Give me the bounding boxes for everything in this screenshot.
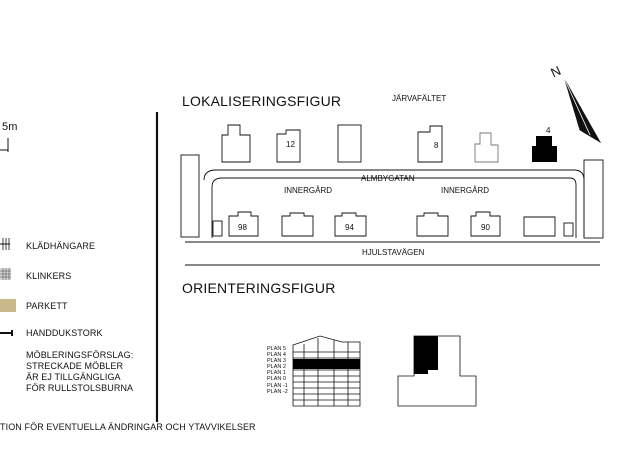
building-slab-right bbox=[583, 159, 604, 239]
scale-label: 5m bbox=[2, 121, 18, 133]
building-section bbox=[292, 335, 361, 407]
courtyard-label-right: INNERGÅRD bbox=[441, 186, 490, 195]
orientation-figure-title: ORIENTERINGSFIGUR bbox=[182, 280, 336, 296]
road-ring bbox=[203, 169, 585, 238]
floor-label: PLAN -1 bbox=[267, 382, 288, 389]
orientation-graphics bbox=[292, 335, 477, 407]
furniture-note-line: MÖBLERINGSFÖRSLAG: bbox=[26, 350, 134, 360]
legend-label-tiles: KLINKERS bbox=[26, 271, 72, 281]
scale-bar-icon bbox=[0, 138, 9, 152]
building-south-small bbox=[212, 220, 223, 237]
building-south-small bbox=[563, 222, 574, 237]
floor-label: PLAN 4 bbox=[267, 352, 286, 359]
location-map bbox=[180, 79, 604, 266]
legend-label-hanger: KLÄDHÄNGARE bbox=[26, 241, 96, 251]
floor-label: PLAN 1 bbox=[267, 370, 286, 377]
furniture-note-line: FÖR RULLSTOLSBURNA bbox=[26, 383, 134, 393]
floor-label: PLAN 3 bbox=[267, 358, 286, 365]
building-90 bbox=[470, 211, 501, 237]
building-number-12: 12 bbox=[286, 140, 295, 149]
building-number-94: 94 bbox=[345, 223, 354, 232]
street-label-north: ALMBYGATAN bbox=[361, 174, 415, 183]
building-94 bbox=[334, 212, 367, 237]
building-98 bbox=[228, 211, 259, 237]
building-south-f bbox=[523, 216, 556, 237]
north-arrow-icon bbox=[564, 79, 602, 144]
floor-list: PLAN 5 PLAN 4 PLAN 3 PLAN 2 PLAN 1 PLAN … bbox=[267, 346, 288, 395]
building-plan bbox=[397, 335, 477, 407]
building-number-98: 98 bbox=[238, 223, 247, 232]
building-north-c bbox=[337, 124, 362, 163]
building-8 bbox=[417, 125, 443, 163]
area-label: JÄRVAFÄLTET bbox=[392, 94, 447, 103]
towel-rail-icon bbox=[0, 330, 13, 336]
street-label-south: HJULSTAVÄGEN bbox=[362, 248, 425, 257]
building-12 bbox=[276, 129, 301, 163]
courtyard-label-left: INNERGÅRD bbox=[284, 186, 333, 195]
legend-label-towel-rail: HANDDUKSTORK bbox=[26, 328, 103, 338]
hanger-icon bbox=[0, 238, 10, 250]
tile-grid-icon bbox=[0, 268, 11, 280]
footer-note: TION FÖR EVENTUELLA ÄNDRINGAR OCH YTAVVI… bbox=[0, 422, 256, 432]
building-number-4: 4 bbox=[546, 126, 551, 135]
floor-label: PLAN -2 bbox=[267, 388, 288, 395]
building-4-highlight bbox=[532, 136, 557, 162]
apartment-plan-highlight bbox=[414, 336, 438, 374]
location-figure-title: LOKALISERINGSFIGUR bbox=[182, 93, 342, 109]
legend-graphics bbox=[0, 112, 159, 422]
parquet-swatch-icon bbox=[0, 299, 16, 312]
building-north-e bbox=[474, 132, 499, 163]
building-north-a bbox=[221, 124, 251, 163]
building-south-d bbox=[416, 212, 449, 237]
legend-label-parquet: PARKETT bbox=[26, 301, 68, 311]
building-number-90: 90 bbox=[481, 223, 490, 232]
furniture-note-line: ÄR EJ TILLGÄNGLIGA bbox=[26, 372, 121, 382]
highlighted-floor-band bbox=[293, 359, 360, 369]
floor-label: PLAN 2 bbox=[267, 364, 286, 371]
building-number-8: 8 bbox=[434, 141, 439, 150]
furniture-note-line: STRECKADE MÖBLER bbox=[26, 361, 124, 371]
building-south-b bbox=[281, 212, 314, 237]
furniture-note: MÖBLERINGSFÖRSLAG: STRECKADE MÖBLER ÄR E… bbox=[26, 350, 133, 394]
floor-label: PLAN 0 bbox=[267, 376, 286, 383]
floor-label: PLAN 5 bbox=[267, 346, 286, 352]
building-slab-left bbox=[180, 154, 200, 238]
